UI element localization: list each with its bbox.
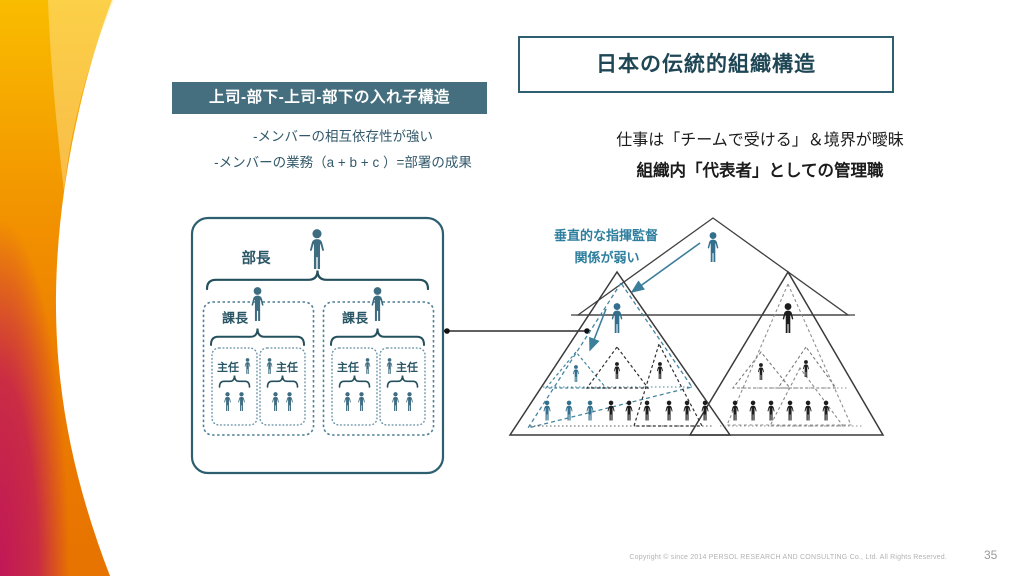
brace-shunin bbox=[386, 375, 419, 388]
swoosh-highlight bbox=[48, 0, 114, 192]
shunin-label: 主任 bbox=[217, 360, 239, 374]
right-note-line1: 仕事は「チームで受ける」＆境界が曖昧 bbox=[616, 132, 904, 149]
person-icon bbox=[572, 365, 579, 382]
small-gray-triangle bbox=[769, 366, 845, 427]
team-box bbox=[331, 347, 378, 426]
left-note-line1: -メンバーの相互依存性が強い bbox=[253, 129, 433, 144]
person-icon bbox=[643, 400, 651, 421]
connector-dot bbox=[444, 328, 450, 334]
left-note-line2: -メンバーの業務（a + b + c ）=部署の成果 bbox=[214, 154, 472, 170]
kacho-label: 課長 bbox=[342, 311, 369, 326]
person-icon bbox=[782, 303, 794, 334]
person-icon bbox=[586, 400, 594, 421]
person-icon bbox=[683, 400, 691, 421]
person-icon bbox=[707, 232, 719, 263]
person-icon bbox=[731, 400, 739, 421]
small-teal-triangle bbox=[544, 351, 608, 389]
person-icon bbox=[607, 400, 615, 421]
brace-bucho bbox=[205, 270, 430, 291]
shunin-label: 主任 bbox=[337, 360, 359, 374]
team-box bbox=[379, 347, 426, 426]
person-icon bbox=[786, 400, 794, 421]
person-icon bbox=[749, 400, 757, 421]
page-number: 35 bbox=[984, 548, 998, 562]
team-box bbox=[259, 347, 306, 426]
bucho-label: 部長 bbox=[242, 249, 271, 267]
person-icon bbox=[822, 400, 830, 421]
brace-kacho-left bbox=[210, 328, 305, 346]
person-icon bbox=[613, 362, 620, 379]
kacho-label: 課長 bbox=[222, 311, 249, 326]
brace-shunin bbox=[218, 375, 251, 388]
right-pyramid bbox=[688, 270, 885, 436]
slide-title: 日本の伝統的組織構造 bbox=[518, 36, 894, 93]
person-icon bbox=[665, 400, 673, 421]
teal-team-triangle bbox=[526, 281, 694, 430]
pyramid-note-line2: 関係が弱い bbox=[574, 250, 639, 265]
pyramid-diagram: 垂直的な指揮監督 関係が弱い bbox=[444, 217, 885, 436]
left-notes: -メンバーの相互依存性が強い -メンバーの業務（a + b + c ）=部署の成… bbox=[168, 124, 518, 175]
copyright-text: Copyright © since 2014 PERSOL RESEARCH A… bbox=[629, 554, 947, 561]
small-gray-triangle bbox=[776, 346, 838, 389]
weak-supervision-arrow bbox=[589, 308, 607, 352]
gradient-swoosh-decoration bbox=[0, 0, 114, 576]
right-notes: 仕事は「チームで受ける」＆境界が曖昧 組織内「代表者」としての管理職 bbox=[545, 126, 975, 181]
shunin-label: 主任 bbox=[276, 360, 298, 374]
brace-shunin bbox=[338, 375, 371, 388]
brace-kacho-right bbox=[330, 328, 425, 346]
person-icon bbox=[611, 303, 623, 334]
person-icon bbox=[802, 360, 809, 377]
small-dark-triangle bbox=[633, 342, 703, 427]
team-box bbox=[211, 347, 258, 426]
inner-gray-triangle bbox=[726, 282, 852, 426]
small-dark-triangle bbox=[585, 345, 650, 389]
pyramid-note-line1: 垂直的な指揮監督 bbox=[554, 228, 658, 243]
right-note-line2: 組織内「代表者」としての管理職 bbox=[636, 162, 884, 180]
person-icon bbox=[804, 400, 812, 421]
person-icon bbox=[757, 363, 764, 380]
brace-shunin bbox=[266, 375, 299, 388]
nested-org-chart-diagram: 部長 課長 課長 主任 主任 主任 主任 bbox=[190, 216, 445, 475]
weak-supervision-arrow bbox=[630, 242, 701, 293]
nested-structure-label: 上司-部下-上司-部下の入れ子構造 bbox=[172, 82, 487, 114]
shunin-label: 主任 bbox=[396, 360, 418, 374]
small-gray-triangle bbox=[731, 351, 792, 389]
person-icon bbox=[767, 400, 775, 421]
top-boss-triangle bbox=[575, 217, 851, 316]
person-icon bbox=[656, 362, 663, 379]
left-pyramid bbox=[508, 270, 732, 436]
connector-dot bbox=[584, 328, 590, 334]
person-icon bbox=[543, 400, 551, 421]
